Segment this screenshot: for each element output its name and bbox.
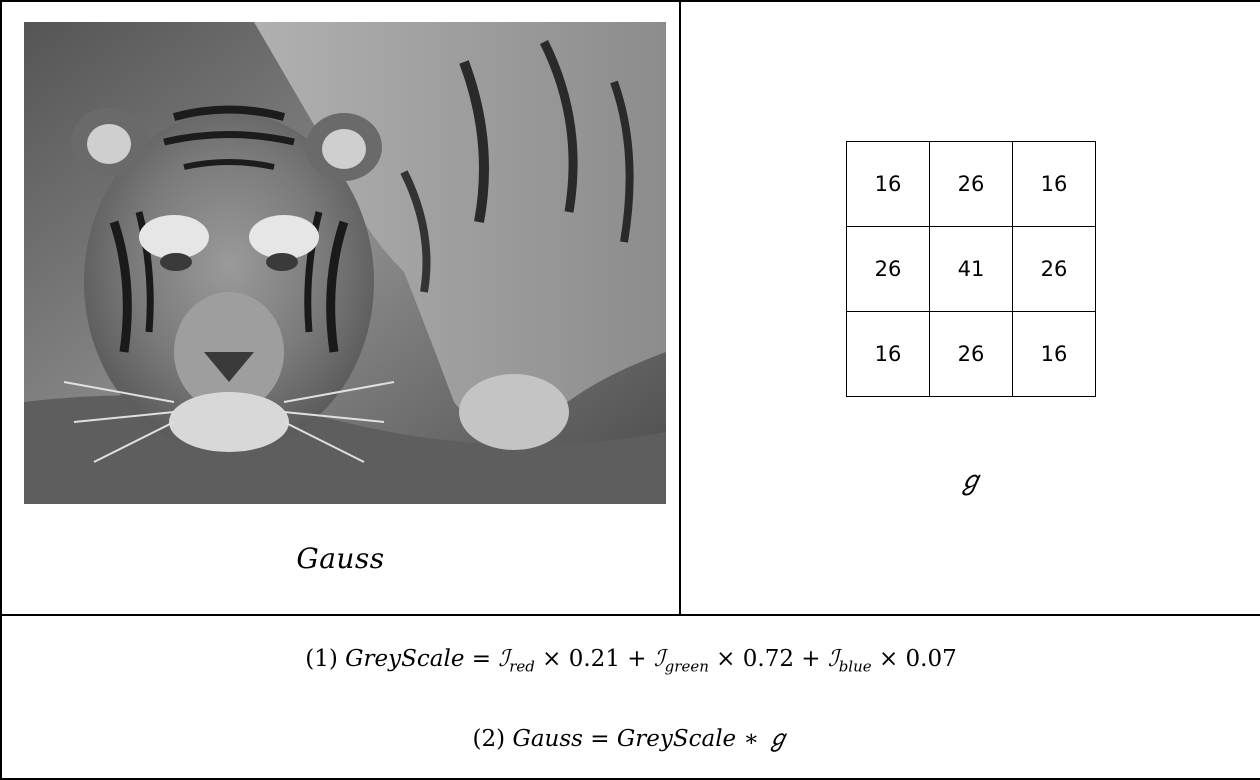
blue-weight: × 0.07 <box>878 646 957 672</box>
kernel-value: 16 <box>1012 311 1096 397</box>
image-symbol: ℐ <box>498 646 510 672</box>
kernel-value: 26 <box>929 311 1013 397</box>
equals-sign: = <box>471 646 492 672</box>
red-weight: × 0.21 + <box>542 646 647 672</box>
kernel-cell: 16 26 16 26 41 26 16 26 16 ℊ <box>681 2 1260 614</box>
kernel-value: 26 <box>929 141 1013 227</box>
formula-rhs: GreyScale <box>616 726 737 752</box>
formula-lhs: Gauss <box>512 726 583 752</box>
kernel-value: 16 <box>1012 141 1096 227</box>
kernel-label: ℊ <box>957 466 984 496</box>
gaussian-kernel-grid: 16 26 16 26 41 26 16 26 16 <box>846 141 1096 397</box>
kernel-symbol: ℊ <box>766 726 790 752</box>
greyscale-formula: (1) GreyScale = ℐred × 0.21 + ℐgreen × 0… <box>2 646 1260 676</box>
row-divider <box>2 614 1260 616</box>
kernel-value: 41 <box>929 226 1013 312</box>
kernel-value: 16 <box>846 311 930 397</box>
channel-red: red <box>509 657 535 676</box>
formula-cell: (1) GreyScale = ℐred × 0.21 + ℐgreen × 0… <box>2 616 1260 778</box>
kernel-row: 26 41 26 <box>846 226 1096 312</box>
channel-blue: blue <box>838 657 872 676</box>
channel-green: green <box>664 657 709 676</box>
formula-lhs: GreyScale <box>345 646 465 672</box>
equals-sign: = <box>590 726 610 752</box>
kernel-row: 16 26 16 <box>846 311 1096 397</box>
kernel-row: 16 26 16 <box>846 141 1096 227</box>
formula-number: (1) <box>305 646 338 672</box>
image-symbol: ℐ <box>827 646 839 672</box>
kernel-value: 16 <box>846 141 930 227</box>
kernel-value: 26 <box>846 226 930 312</box>
image-symbol: ℐ <box>653 646 665 672</box>
kernel-value: 26 <box>1012 226 1096 312</box>
gauss-formula: (2) Gauss = GreyScale ∗ ℊ <box>2 719 1260 753</box>
convolution-operator: ∗ <box>743 726 760 752</box>
image-cell: Gauss <box>2 2 681 614</box>
gauss-caption: Gauss <box>296 542 385 575</box>
green-weight: × 0.72 + <box>716 646 821 672</box>
formula-number: (2) <box>472 726 506 752</box>
tiger-image <box>24 22 666 504</box>
